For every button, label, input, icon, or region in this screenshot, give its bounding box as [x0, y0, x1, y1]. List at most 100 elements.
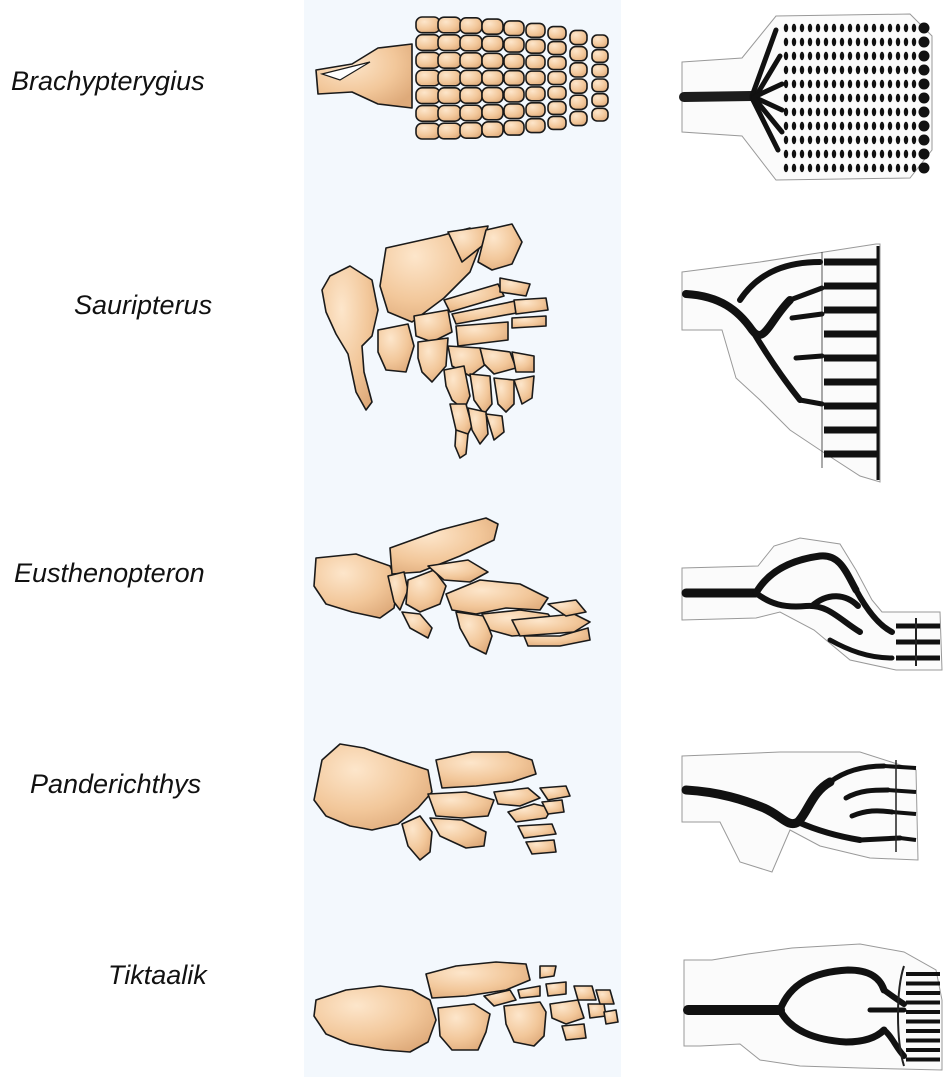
pattern-spot	[888, 122, 892, 130]
pattern-spot	[864, 122, 868, 130]
pattern-spot	[888, 52, 892, 60]
pattern-spot	[808, 66, 812, 74]
pattern-spot	[816, 52, 820, 60]
pattern-spot	[880, 94, 884, 102]
fin-bone	[460, 70, 482, 85]
fin-bone	[570, 111, 587, 125]
pattern-spot	[896, 108, 900, 116]
pattern-spot	[856, 150, 860, 158]
pattern-spot	[816, 24, 820, 32]
pattern-spot	[856, 38, 860, 46]
fin-bone	[526, 71, 545, 85]
pattern-spot	[816, 66, 820, 74]
pattern-spot	[816, 150, 820, 158]
fin-bone	[592, 35, 608, 48]
fin-bone	[548, 86, 566, 99]
pattern-spot	[800, 24, 804, 32]
pattern-spot	[904, 80, 908, 88]
pattern-spot	[848, 122, 852, 130]
pattern-spot	[792, 94, 796, 102]
fin-bone	[438, 53, 461, 69]
fin-bone	[460, 123, 482, 138]
pattern-spot	[840, 52, 844, 60]
fossil-fin-sauripterus	[322, 224, 548, 458]
pattern-spot	[800, 150, 804, 158]
fin-bone	[504, 54, 524, 69]
pattern-spot	[824, 150, 828, 158]
pattern-spot	[880, 66, 884, 74]
pattern-spot	[824, 122, 828, 130]
pattern-spot	[919, 149, 930, 160]
pattern-spot	[864, 164, 868, 172]
pattern-spot	[832, 136, 836, 144]
pattern-spot	[904, 66, 908, 74]
pattern-spot	[808, 136, 812, 144]
pattern-spot	[904, 108, 908, 116]
fin-bone	[592, 94, 608, 107]
pattern-spot	[864, 66, 868, 74]
fin-bone	[504, 120, 524, 135]
pattern-spot	[888, 24, 892, 32]
pattern-spot	[919, 121, 930, 132]
pattern-spot	[864, 24, 868, 32]
pattern-spot	[919, 135, 930, 146]
pattern-spot	[848, 94, 852, 102]
fin-bone	[526, 55, 545, 69]
pattern-spot	[864, 80, 868, 88]
pattern-spot	[808, 80, 812, 88]
pattern-spot	[808, 38, 812, 46]
pattern-spot	[832, 24, 836, 32]
pattern-spot	[808, 150, 812, 158]
pattern-spot	[816, 164, 820, 172]
pattern-spot	[856, 52, 860, 60]
fin-bone	[526, 39, 545, 53]
pattern-spot	[872, 164, 876, 172]
fin-bone	[570, 95, 587, 109]
pattern-spot	[824, 24, 828, 32]
fin-bone	[592, 64, 608, 77]
fossil-fin-eusthenopteron	[314, 518, 590, 654]
fin-bone	[548, 57, 566, 70]
pattern-spot	[912, 38, 916, 46]
fin-bone	[438, 35, 461, 51]
pattern-spot	[904, 136, 908, 144]
pattern-spot	[864, 38, 868, 46]
pattern-spot	[808, 164, 812, 172]
pattern-spot	[808, 94, 812, 102]
pattern-spot	[872, 24, 876, 32]
pattern-spot	[896, 122, 900, 130]
fin-bone	[526, 103, 545, 117]
pattern-spot	[919, 93, 930, 104]
pattern-spot	[872, 52, 876, 60]
pattern-spot	[864, 136, 868, 144]
pattern-spot	[888, 136, 892, 144]
fin-bone	[504, 87, 524, 102]
pattern-spot	[784, 150, 788, 158]
pattern-spot	[904, 24, 908, 32]
pattern-spot	[864, 94, 868, 102]
pattern-spot	[912, 150, 916, 158]
fin-bone	[592, 108, 608, 121]
fin-bone	[482, 105, 503, 120]
fossil-fin-tiktaalik	[314, 962, 618, 1052]
pattern-spot	[872, 66, 876, 74]
pattern-spot	[848, 150, 852, 158]
pattern-spot	[792, 122, 796, 130]
pattern-spot	[808, 52, 812, 60]
fin-bone	[482, 70, 503, 85]
pattern-spot	[896, 38, 900, 46]
fin-bone	[482, 88, 503, 103]
fin-bone	[592, 79, 608, 92]
pattern-spot	[800, 80, 804, 88]
pattern-spot	[896, 80, 900, 88]
fin-bone	[504, 71, 524, 86]
pattern-spot	[800, 122, 804, 130]
pattern-spot	[800, 94, 804, 102]
pattern-spot	[808, 122, 812, 130]
pattern-spot	[784, 122, 788, 130]
fin-bone	[482, 53, 503, 68]
pattern-spot	[904, 150, 908, 158]
pattern-spot	[824, 38, 828, 46]
fin-bone	[526, 87, 545, 101]
pattern-spot	[832, 150, 836, 158]
